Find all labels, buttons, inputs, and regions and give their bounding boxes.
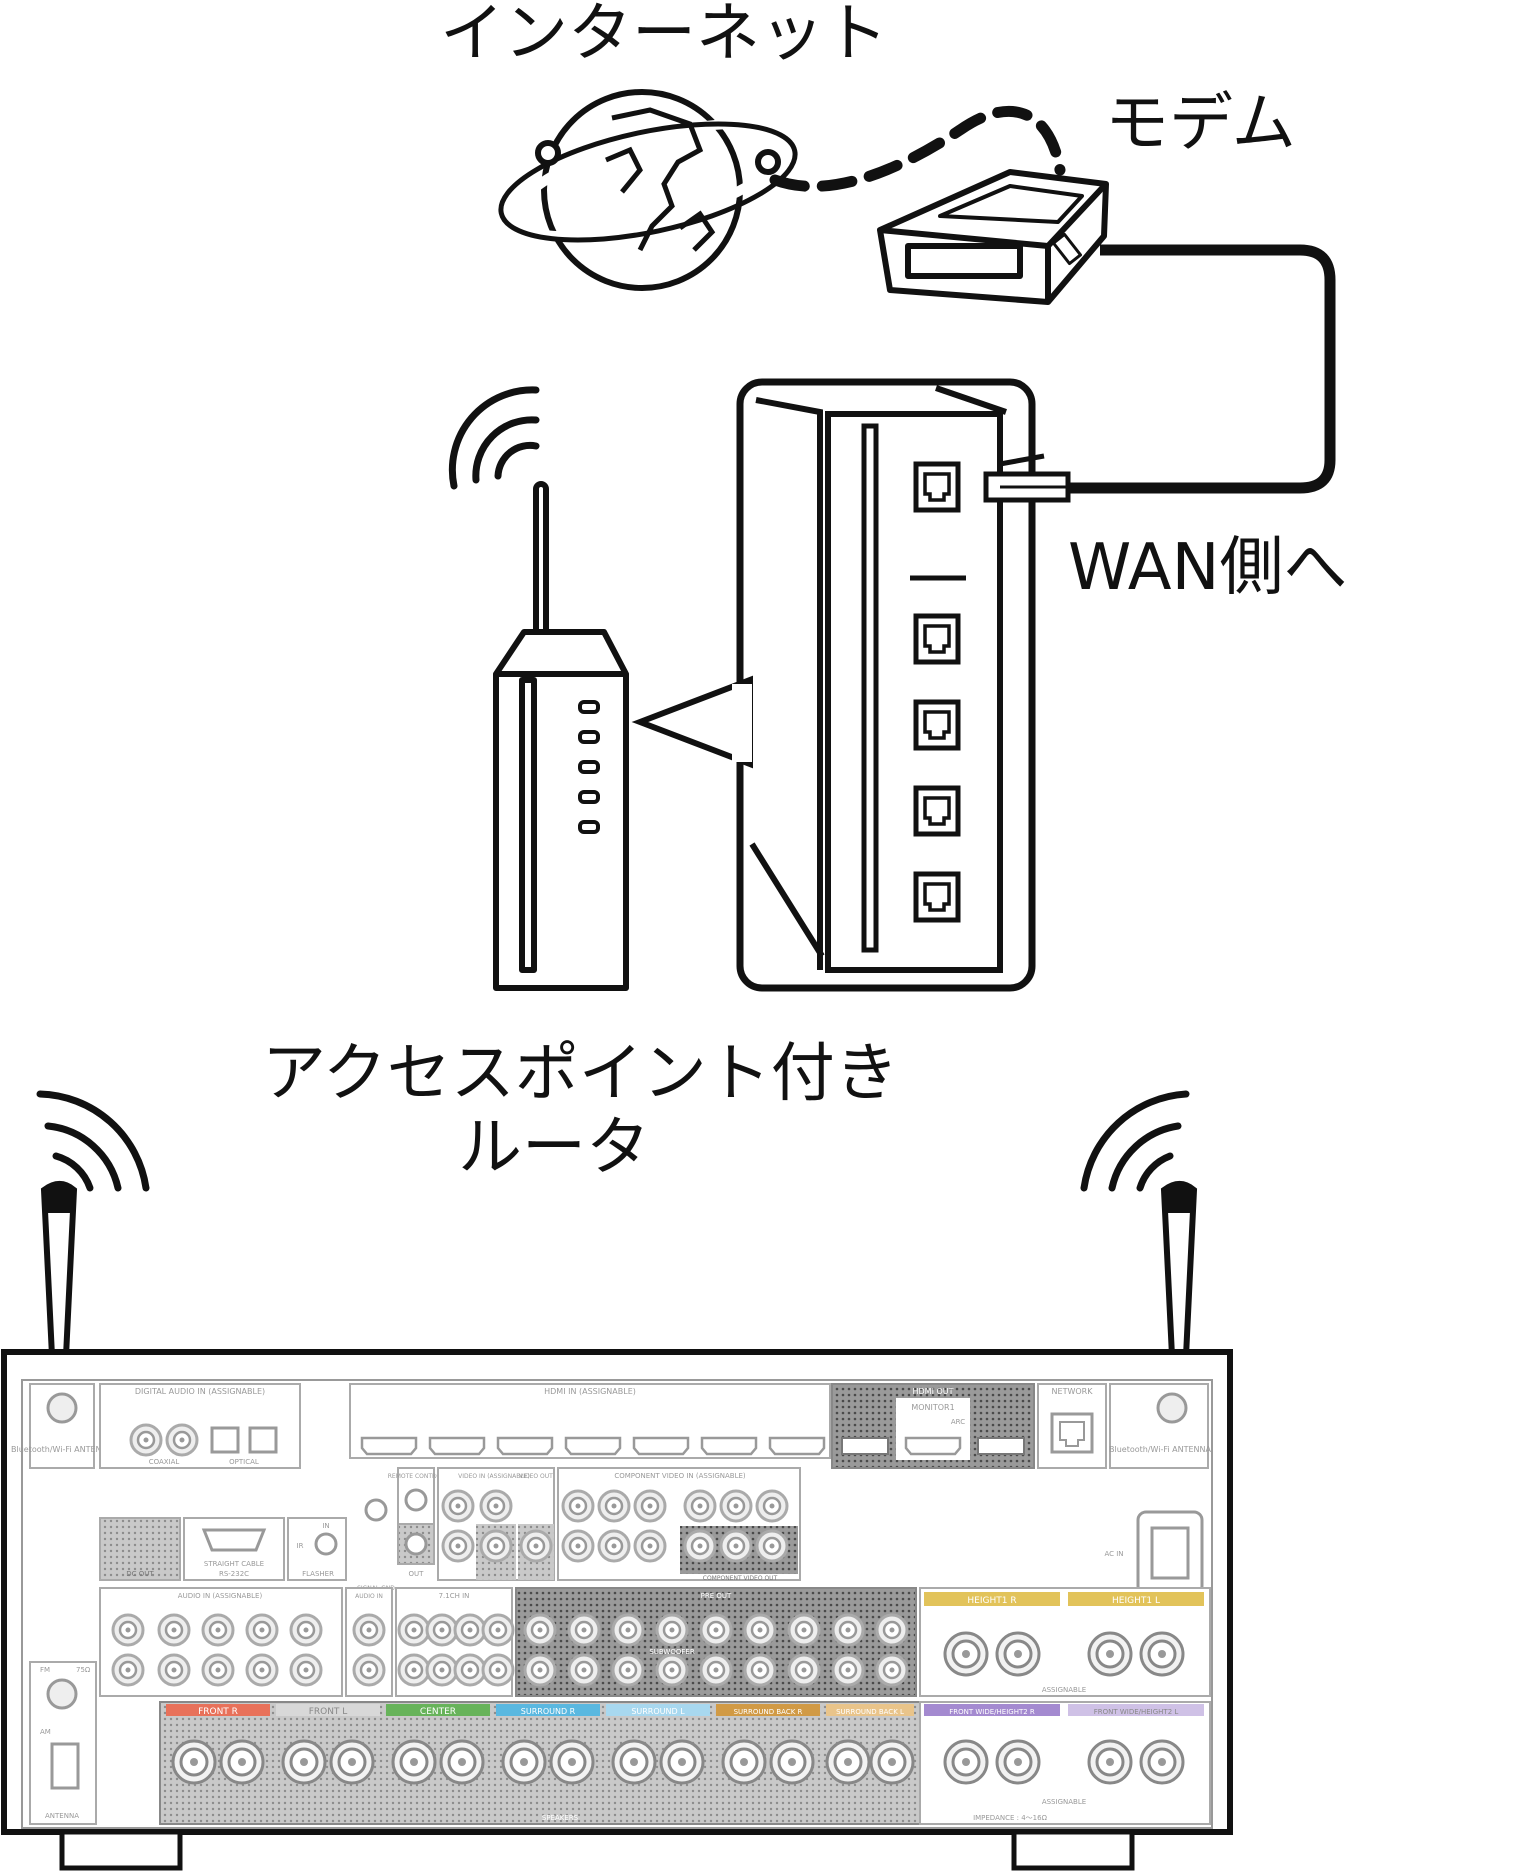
svg-text:NETWORK: NETWORK xyxy=(1052,1387,1094,1396)
svg-text:FRONT R: FRONT R xyxy=(198,1707,238,1717)
svg-text:ASSIGNABLE: ASSIGNABLE xyxy=(1042,1798,1086,1806)
svg-text:FM: FM xyxy=(40,1666,50,1674)
svg-text:SURROUND BACK L: SURROUND BACK L xyxy=(836,1708,904,1716)
svg-text:IN: IN xyxy=(322,1522,329,1530)
svg-text:FRONT WIDE/HEIGHT2 R: FRONT WIDE/HEIGHT2 R xyxy=(949,1708,1035,1716)
svg-text:OPTICAL: OPTICAL xyxy=(229,1458,259,1466)
wan-cable xyxy=(1070,244,1336,494)
wan-port-icon xyxy=(916,464,958,510)
svg-text:COMPONENT VIDEO IN (ASSIGNABLE: COMPONENT VIDEO IN (ASSIGNABLE) xyxy=(614,1472,746,1480)
label-internet: インターネット xyxy=(440,0,888,71)
router-wifi-icon xyxy=(448,386,540,490)
internet-link-dashed xyxy=(769,106,1066,192)
globe-icon xyxy=(498,89,798,291)
svg-text:FRONT WIDE/HEIGHT2 L: FRONT WIDE/HEIGHT2 L xyxy=(1094,1708,1179,1716)
svg-text:IR: IR xyxy=(297,1542,304,1550)
svg-text:FLASHER: FLASHER xyxy=(302,1570,334,1578)
svg-text:STRAIGHT CABLE: STRAIGHT CABLE xyxy=(204,1560,264,1568)
av-receiver: Bluetooth/Wi-Fi ANTENNA Bluetooth/Wi-Fi … xyxy=(1,1090,1233,1871)
svg-text:OUT: OUT xyxy=(409,1570,425,1578)
svg-text:Bluetooth/Wi-Fi ANTENNA: Bluetooth/Wi-Fi ANTENNA xyxy=(11,1445,114,1454)
svg-text:PRE OUT: PRE OUT xyxy=(701,1592,732,1600)
svg-text:FRONT L: FRONT L xyxy=(309,1707,348,1717)
svg-text:RS-232C: RS-232C xyxy=(219,1570,249,1578)
svg-text:CENTER: CENTER xyxy=(420,1707,456,1717)
lan-port-3-icon xyxy=(916,788,958,834)
svg-text:VIDEO IN (ASSIGNABLE): VIDEO IN (ASSIGNABLE) xyxy=(458,1473,530,1480)
modem-icon xyxy=(877,169,1109,305)
svg-text:75Ω: 75Ω xyxy=(76,1666,91,1674)
svg-text:COMPONENT VIDEO OUT: COMPONENT VIDEO OUT xyxy=(703,1575,778,1582)
label-router-line1: アクセスポイント付き xyxy=(262,1037,899,1111)
receiver-wifi-right-icon xyxy=(1080,1090,1190,1192)
svg-text:HDMI OUT: HDMI OUT xyxy=(912,1387,953,1396)
svg-text:HEIGHT1 R: HEIGHT1 R xyxy=(967,1596,1016,1606)
svg-text:AC IN: AC IN xyxy=(1104,1550,1123,1558)
svg-text:IMPEDANCE : 4〜16Ω: IMPEDANCE : 4〜16Ω xyxy=(973,1814,1048,1822)
svg-text:VIDEO OUT: VIDEO OUT xyxy=(519,1473,553,1480)
svg-text:AUDIO IN: AUDIO IN xyxy=(355,1593,383,1600)
svg-text:ANTENNA: ANTENNA xyxy=(45,1812,79,1820)
svg-text:DIGITAL AUDIO IN (ASSIGNABLE): DIGITAL AUDIO IN (ASSIGNABLE) xyxy=(135,1387,265,1396)
svg-text:ARC: ARC xyxy=(951,1418,965,1426)
svg-text:7.1CH IN: 7.1CH IN xyxy=(439,1592,470,1600)
antenna-right-icon xyxy=(1160,1181,1198,1359)
svg-text:HEIGHT1 L: HEIGHT1 L xyxy=(1112,1596,1160,1606)
label-wan: WAN側へ xyxy=(1068,531,1348,605)
label-router-line2: ルータ xyxy=(458,1111,650,1185)
svg-text:Bluetooth/Wi-Fi ANTENNA: Bluetooth/Wi-Fi ANTENNA xyxy=(1109,1445,1212,1454)
svg-text:ASSIGNABLE: ASSIGNABLE xyxy=(1042,1686,1086,1694)
ethernet-plug-icon xyxy=(983,453,1071,503)
svg-text:SURROUND L: SURROUND L xyxy=(631,1707,685,1716)
router-icon xyxy=(493,481,629,991)
svg-text:MONITOR1: MONITOR1 xyxy=(911,1403,954,1412)
svg-text:SURROUND R: SURROUND R xyxy=(521,1707,576,1716)
lan-port-2-icon xyxy=(916,702,958,748)
router-detail-panel xyxy=(736,378,1071,992)
svg-text:AM: AM xyxy=(40,1728,51,1736)
receiver-wifi-left-icon xyxy=(36,1090,150,1192)
lan-port-4-icon xyxy=(916,874,958,920)
lan-port-1-icon xyxy=(916,616,958,662)
svg-text:REMOTE CONTROL: REMOTE CONTROL xyxy=(388,1473,445,1480)
svg-text:SUBWOOFER: SUBWOOFER xyxy=(649,1648,695,1656)
svg-text:SPEAKERS: SPEAKERS xyxy=(542,1814,579,1822)
svg-text:COAXIAL: COAXIAL xyxy=(149,1458,180,1466)
svg-text:AUDIO IN (ASSIGNABLE): AUDIO IN (ASSIGNABLE) xyxy=(178,1592,263,1600)
svg-text:HDMI IN (ASSIGNABLE): HDMI IN (ASSIGNABLE) xyxy=(544,1387,636,1396)
svg-text:SURROUND BACK R: SURROUND BACK R xyxy=(734,1708,803,1716)
svg-text:DC OUT: DC OUT xyxy=(126,1570,154,1578)
label-modem: モデム xyxy=(1105,87,1296,161)
antenna-left-icon xyxy=(40,1181,78,1359)
